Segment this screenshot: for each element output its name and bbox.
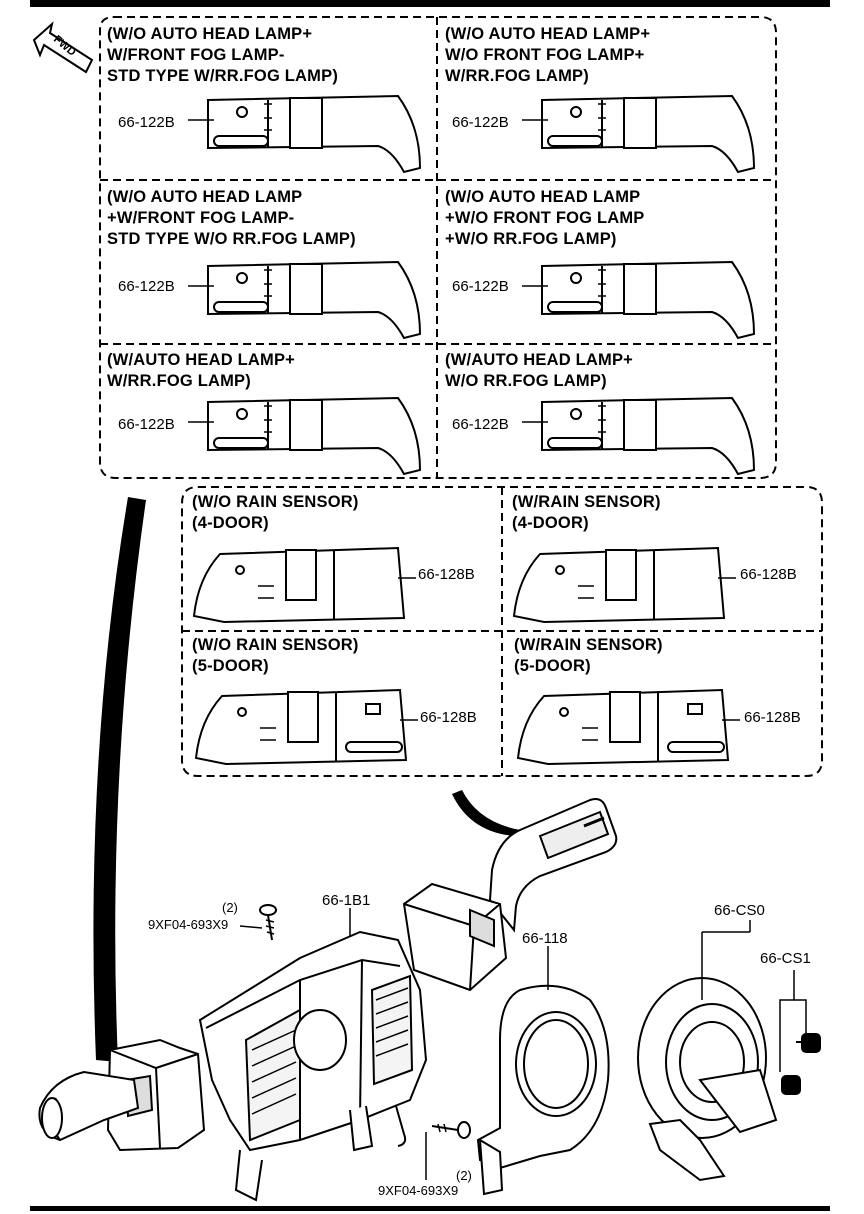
headlamp-lever-icon: [188, 94, 422, 174]
wiper-lever-icon: [512, 546, 736, 624]
wiper-lever-icon: [516, 688, 740, 766]
part-label: 66-128B: [420, 709, 477, 726]
part-label: 66-122B: [118, 114, 175, 131]
connector-label: 66-CS1: [760, 950, 811, 967]
part-label: 66-128B: [418, 566, 475, 583]
upper-panel-6-text: (W/AUTO HEAD LAMP+ W/O RR.FOG LAMP): [445, 351, 634, 390]
screw-qty-top: (2): [222, 900, 238, 915]
upper-panel-4-text: (W/O AUTO HEAD LAMP +W/O FRONT FOG LAMP …: [445, 188, 645, 248]
upper-panel-2-text: (W/O AUTO HEAD LAMP+ W/O FRONT FOG LAMP+…: [445, 25, 651, 85]
leader-arc-left: [93, 497, 146, 1062]
ring-label: 66-118: [522, 930, 568, 947]
bottom-border: [30, 1206, 830, 1211]
upper-panel-5-text: (W/AUTO HEAD LAMP+ W/RR.FOG LAMP): [107, 351, 296, 390]
lower-panel-3-text: (W/O RAIN SENSOR)(5-DOOR): [192, 636, 359, 675]
screw-qty-bottom: (2): [456, 1168, 472, 1183]
headlamp-lever-icon: [188, 396, 422, 476]
assembly-drawing: [38, 798, 821, 1202]
lower-panel-4-text: (W/RAIN SENSOR)(5-DOOR): [514, 636, 663, 675]
clock-spring-label: 66-CS0: [714, 902, 765, 919]
headlamp-lever-icon: [522, 260, 756, 340]
part-label: 66-128B: [744, 709, 801, 726]
part-label: 66-122B: [452, 114, 509, 131]
part-label: 66-122B: [452, 416, 509, 433]
lower-panel-2-text: (W/RAIN SENSOR)(4-DOOR): [512, 493, 661, 532]
screw-label-bottom: 9XF04-693X9: [378, 1183, 459, 1198]
upper-panel-3-text: (W/O AUTO HEAD LAMP +W/FRONT FOG LAMP- S…: [107, 188, 356, 248]
wiper-lever-icon: [194, 688, 418, 766]
part-label: 66-122B: [118, 416, 175, 433]
screw-label-top: 9XF04-693X9: [148, 917, 229, 932]
top-border: [30, 0, 830, 7]
part-label: 66-122B: [452, 278, 509, 295]
part-label: 66-122B: [118, 278, 175, 295]
lower-panel-1-text: (W/O RAIN SENSOR)(4-DOOR): [192, 493, 359, 532]
housing-label: 66-1B1: [322, 892, 371, 909]
headlamp-lever-icon: [522, 94, 756, 174]
part-label: 66-128B: [740, 566, 797, 583]
headlamp-lever-icon: [188, 260, 422, 340]
fwd-arrow-icon: [32, 21, 94, 74]
wiper-lever-icon: [192, 546, 416, 624]
upper-panel-1-text: (W/O AUTO HEAD LAMP+ W/FRONT FOG LAMP- S…: [107, 25, 339, 85]
headlamp-lever-icon: [522, 396, 756, 476]
lower-region-border: [181, 486, 823, 777]
